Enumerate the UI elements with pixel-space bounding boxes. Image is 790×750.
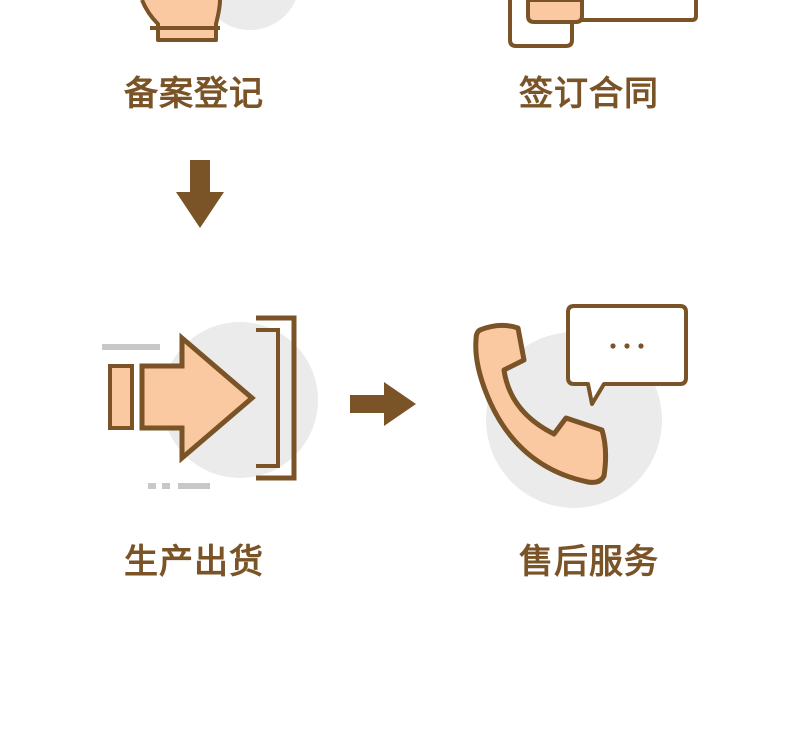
phone-chat-icon: [473, 304, 688, 508]
step-label-contract: 签订合同: [519, 74, 659, 114]
arrow-right-shape: [350, 382, 416, 426]
step-label-service: 售后服务: [519, 542, 659, 582]
shipping-bracket-outer: [256, 315, 297, 481]
shipping-bracket-inner: [256, 328, 280, 468]
speed-line-top: [102, 344, 160, 350]
hand-bg-circle: [204, 0, 296, 30]
contract-hand-shape: [526, 0, 584, 24]
chat-dot-2: [624, 343, 630, 349]
arrow-down-icon: [176, 160, 224, 228]
handshake-icon: [508, 0, 698, 48]
hand-icon: [140, 0, 296, 42]
chat-dot-3: [638, 343, 644, 349]
chat-bubble-shape: [566, 304, 688, 406]
shipping-big-arrow: [139, 332, 256, 464]
arrow-down-shape: [176, 160, 224, 228]
step-label-production: 生产出货: [124, 542, 264, 582]
speed-line-bottom: [178, 483, 210, 489]
step-label-register: 备案登记: [124, 74, 264, 114]
speed-line-dot-2: [162, 483, 170, 489]
hand-palm-shape: [140, 0, 222, 42]
contract-paper-shape: [508, 0, 574, 48]
chat-dot-1: [610, 343, 616, 349]
arrow-right-icon: [350, 382, 416, 426]
shipping-tail-block: [108, 364, 134, 430]
phone-handset-shape: [473, 322, 609, 485]
speed-line-dot-1: [148, 483, 156, 489]
shipping-arrow-icon: [102, 315, 318, 489]
